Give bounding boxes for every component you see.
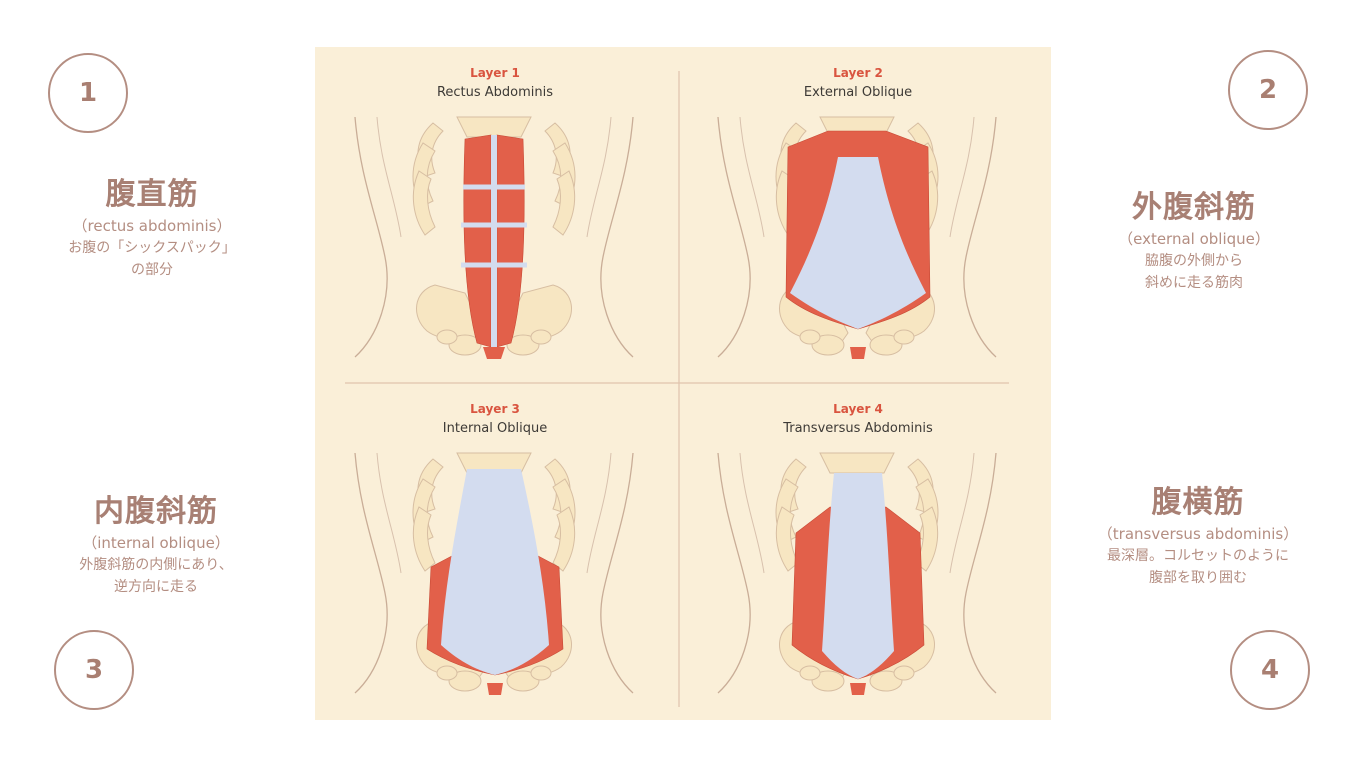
muscle-title: 腹横筋: [1151, 485, 1245, 520]
muscle-description-line: 逆方向に走る: [114, 579, 198, 595]
layer-name: Internal Oblique: [443, 421, 547, 436]
layer-4-figure: Layer 4 Transversus Abdominis: [717, 402, 997, 695]
muscle-description-line: 脇腹の外側から: [1145, 253, 1243, 269]
muscle-title: 腹直筋: [105, 177, 199, 212]
muscle-title: 外腹斜筋: [1132, 190, 1256, 225]
muscle-latin-name: （internal oblique）: [82, 534, 230, 552]
description-external-oblique: 外腹斜筋 （external oblique） 脇腹の外側から 斜めに走る筋肉: [1074, 188, 1314, 294]
layer-label: Layer 4: [833, 402, 883, 416]
number-badge-4: 4: [1230, 630, 1310, 710]
number-badge-3: 3: [54, 630, 134, 710]
muscle-description-line: の部分: [131, 262, 173, 278]
description-transversus-abdominis: 腹横筋 （transversus abdominis） 最深層。コルセットのよう…: [1066, 483, 1330, 589]
layer-name: Transversus Abdominis: [782, 421, 933, 436]
layer-label: Layer 2: [833, 66, 883, 80]
layer-label: Layer 3: [470, 402, 520, 416]
muscle-latin-name: （external oblique）: [1118, 230, 1270, 248]
diagram-svg: Layer 1 Rectus Abdominis Layer 2 Externa…: [345, 66, 1009, 707]
muscle-description-line: 腹部を取り囲む: [1149, 570, 1247, 586]
layer-label: Layer 1: [470, 66, 520, 80]
layer-2-figure: Layer 2 External Oblique: [717, 66, 997, 359]
layer-name: External Oblique: [804, 85, 912, 100]
muscle-description-line: 外腹斜筋の内側にあり、: [79, 557, 233, 573]
layer-1-figure: Layer 1 Rectus Abdominis: [354, 66, 634, 359]
description-rectus-abdominis: 腹直筋 （rectus abdominis） お腹の「シックスパック」 の部分: [32, 175, 272, 281]
number-badge-2: 2: [1228, 50, 1308, 130]
muscle-latin-name: （rectus abdominis）: [72, 217, 232, 235]
description-internal-oblique: 内腹斜筋 （internal oblique） 外腹斜筋の内側にあり、 逆方向に…: [26, 492, 286, 598]
muscle-description-line: 最深層。コルセットのように: [1107, 548, 1289, 564]
muscle-description-line: 斜めに走る筋肉: [1145, 275, 1243, 291]
layer-name: Rectus Abdominis: [437, 85, 553, 100]
number-badge-1: 1: [48, 53, 128, 133]
muscle-latin-name: （transversus abdominis）: [1097, 525, 1299, 543]
muscle-title: 内腹斜筋: [94, 494, 218, 529]
abdominal-layers-diagram: Layer 1 Rectus Abdominis Layer 2 Externa…: [315, 47, 1051, 720]
layer-3-figure: Layer 3 Internal Oblique: [354, 402, 634, 695]
muscle-description-line: お腹の「シックスパック」: [68, 240, 236, 256]
